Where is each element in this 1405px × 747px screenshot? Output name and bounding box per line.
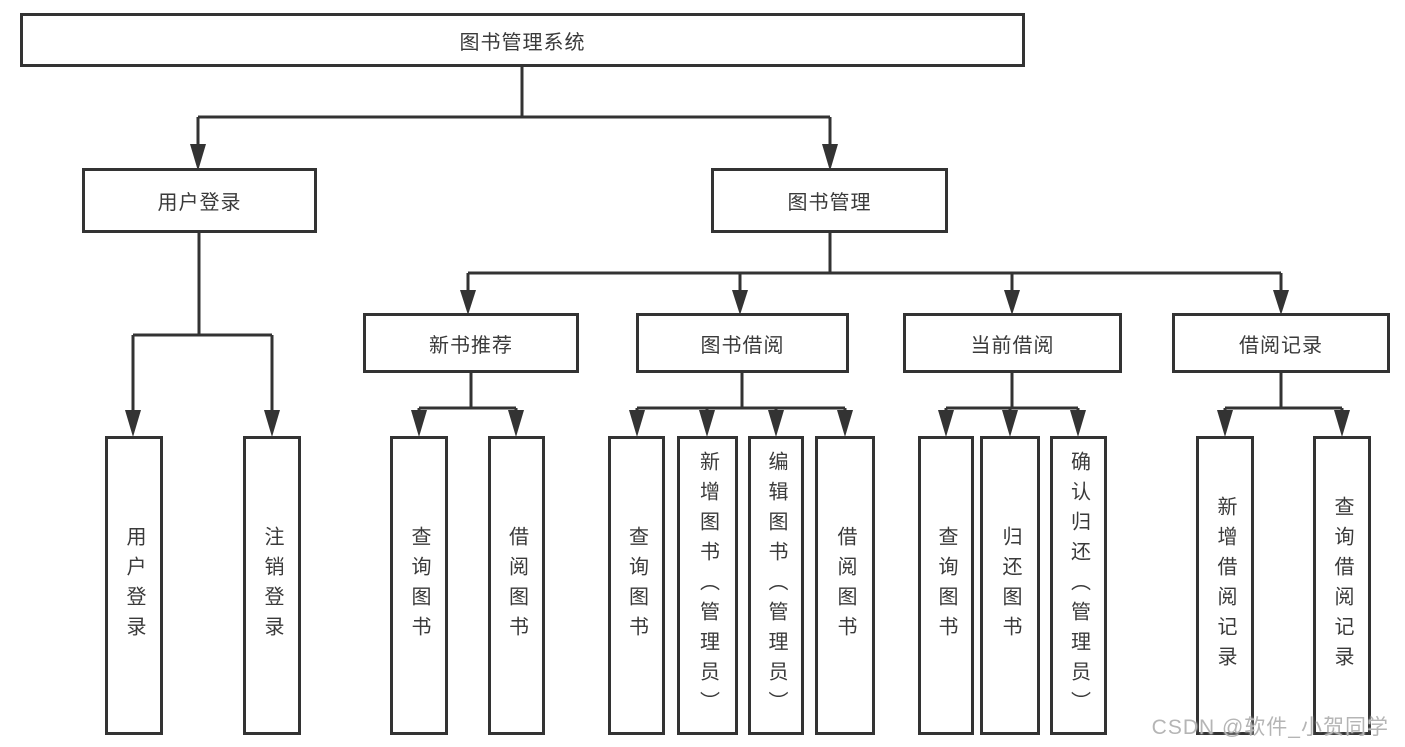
node-book-management: 图书管理: [711, 168, 948, 233]
node-label: 图书借阅: [700, 334, 785, 357]
leaf-user-login: 用户登录: [105, 436, 163, 735]
leaf-query-borrow-record: 查询借阅记录: [1313, 436, 1371, 735]
node-label: 归还图书: [999, 525, 1021, 646]
connector-current-borrow: [944, 373, 1080, 414]
node-label: 借阅记录: [1239, 334, 1323, 357]
leaf-query-books-borrow: 查询图书: [608, 436, 665, 735]
connector-book-management: [466, 233, 1283, 294]
watermark: CSDN @软件_小贺同学: [1151, 716, 1389, 739]
node-label: 查询图书: [935, 525, 957, 646]
node-label: 当前借阅: [970, 334, 1055, 357]
connector-book-borrow: [635, 373, 847, 414]
node-label: 新增借阅记录: [1214, 495, 1236, 676]
connector-borrow-records: [1223, 373, 1344, 414]
node-label: 查询图书: [408, 525, 430, 646]
node-label: 确认归还（管理员）: [1067, 450, 1090, 721]
node-label: 借阅图书: [505, 525, 528, 646]
arrowheads: [125, 144, 1350, 437]
node-label: 编辑图书（管理员）: [765, 450, 787, 721]
node-current-borrow: 当前借阅: [903, 313, 1122, 373]
node-borrow-records: 借阅记录: [1172, 313, 1390, 373]
node-label: 图书管理: [787, 192, 872, 214]
node-label: 新增图书（管理员）: [696, 450, 719, 721]
node-label: 图书管理系统: [459, 31, 586, 54]
node-label: 查询借阅记录: [1331, 495, 1353, 676]
leaf-borrow-books: 借阅图书: [815, 436, 875, 735]
leaf-query-books-current: 查询图书: [918, 436, 974, 735]
leaf-confirm-return-admin: 确认归还（管理员）: [1050, 436, 1107, 735]
node-label: 用户登录: [157, 192, 242, 214]
leaf-borrow-books-recommend: 借阅图书: [488, 436, 545, 735]
leaf-add-borrow-record: 新增借阅记录: [1196, 436, 1254, 735]
node-new-book-recommend: 新书推荐: [363, 313, 579, 373]
node-label: 注销登录: [261, 525, 283, 646]
leaf-logout: 注销登录: [243, 436, 301, 735]
connector-root: [196, 67, 832, 150]
node-label: 借阅图书: [834, 525, 856, 646]
leaf-add-book-admin: 新增图书（管理员）: [677, 436, 738, 735]
leaf-query-books-recommend: 查询图书: [390, 436, 448, 735]
node-label: 查询图书: [625, 525, 648, 646]
node-label: 用户登录: [123, 525, 145, 646]
node-user-login: 用户登录: [82, 168, 317, 233]
node-label: 新书推荐: [429, 334, 513, 357]
node-book-borrow: 图书借阅: [636, 313, 849, 373]
leaf-return-books: 归还图书: [980, 436, 1040, 735]
node-library-management-system: 图书管理系统: [20, 13, 1025, 67]
connector-user-login: [131, 233, 274, 414]
connector-new-book-recommend: [417, 373, 518, 414]
leaf-edit-book-admin: 编辑图书（管理员）: [748, 436, 804, 735]
